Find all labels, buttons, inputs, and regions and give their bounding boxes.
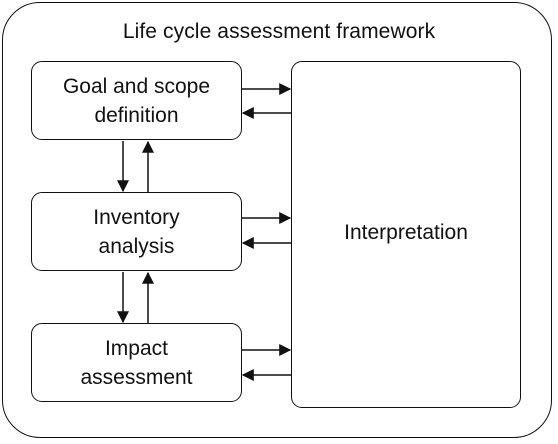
interpretation-box: Interpretation [291, 61, 521, 408]
framework-title: Life cycle assessment framework [122, 20, 436, 43]
goal-and-scope-box: Goal and scope definition [31, 61, 242, 140]
inventory-analysis-label: Inventory analysis [93, 205, 180, 258]
interpretation-label: Interpretation [344, 221, 468, 244]
inventory-analysis-box: Inventory analysis [31, 192, 242, 271]
framework-frame [2, 2, 552, 438]
impact-assessment-label: Impact assessment [80, 336, 193, 389]
goal-and-scope-label: Goal and scope definition [62, 74, 211, 127]
impact-assessment-box: Impact assessment [31, 323, 242, 402]
